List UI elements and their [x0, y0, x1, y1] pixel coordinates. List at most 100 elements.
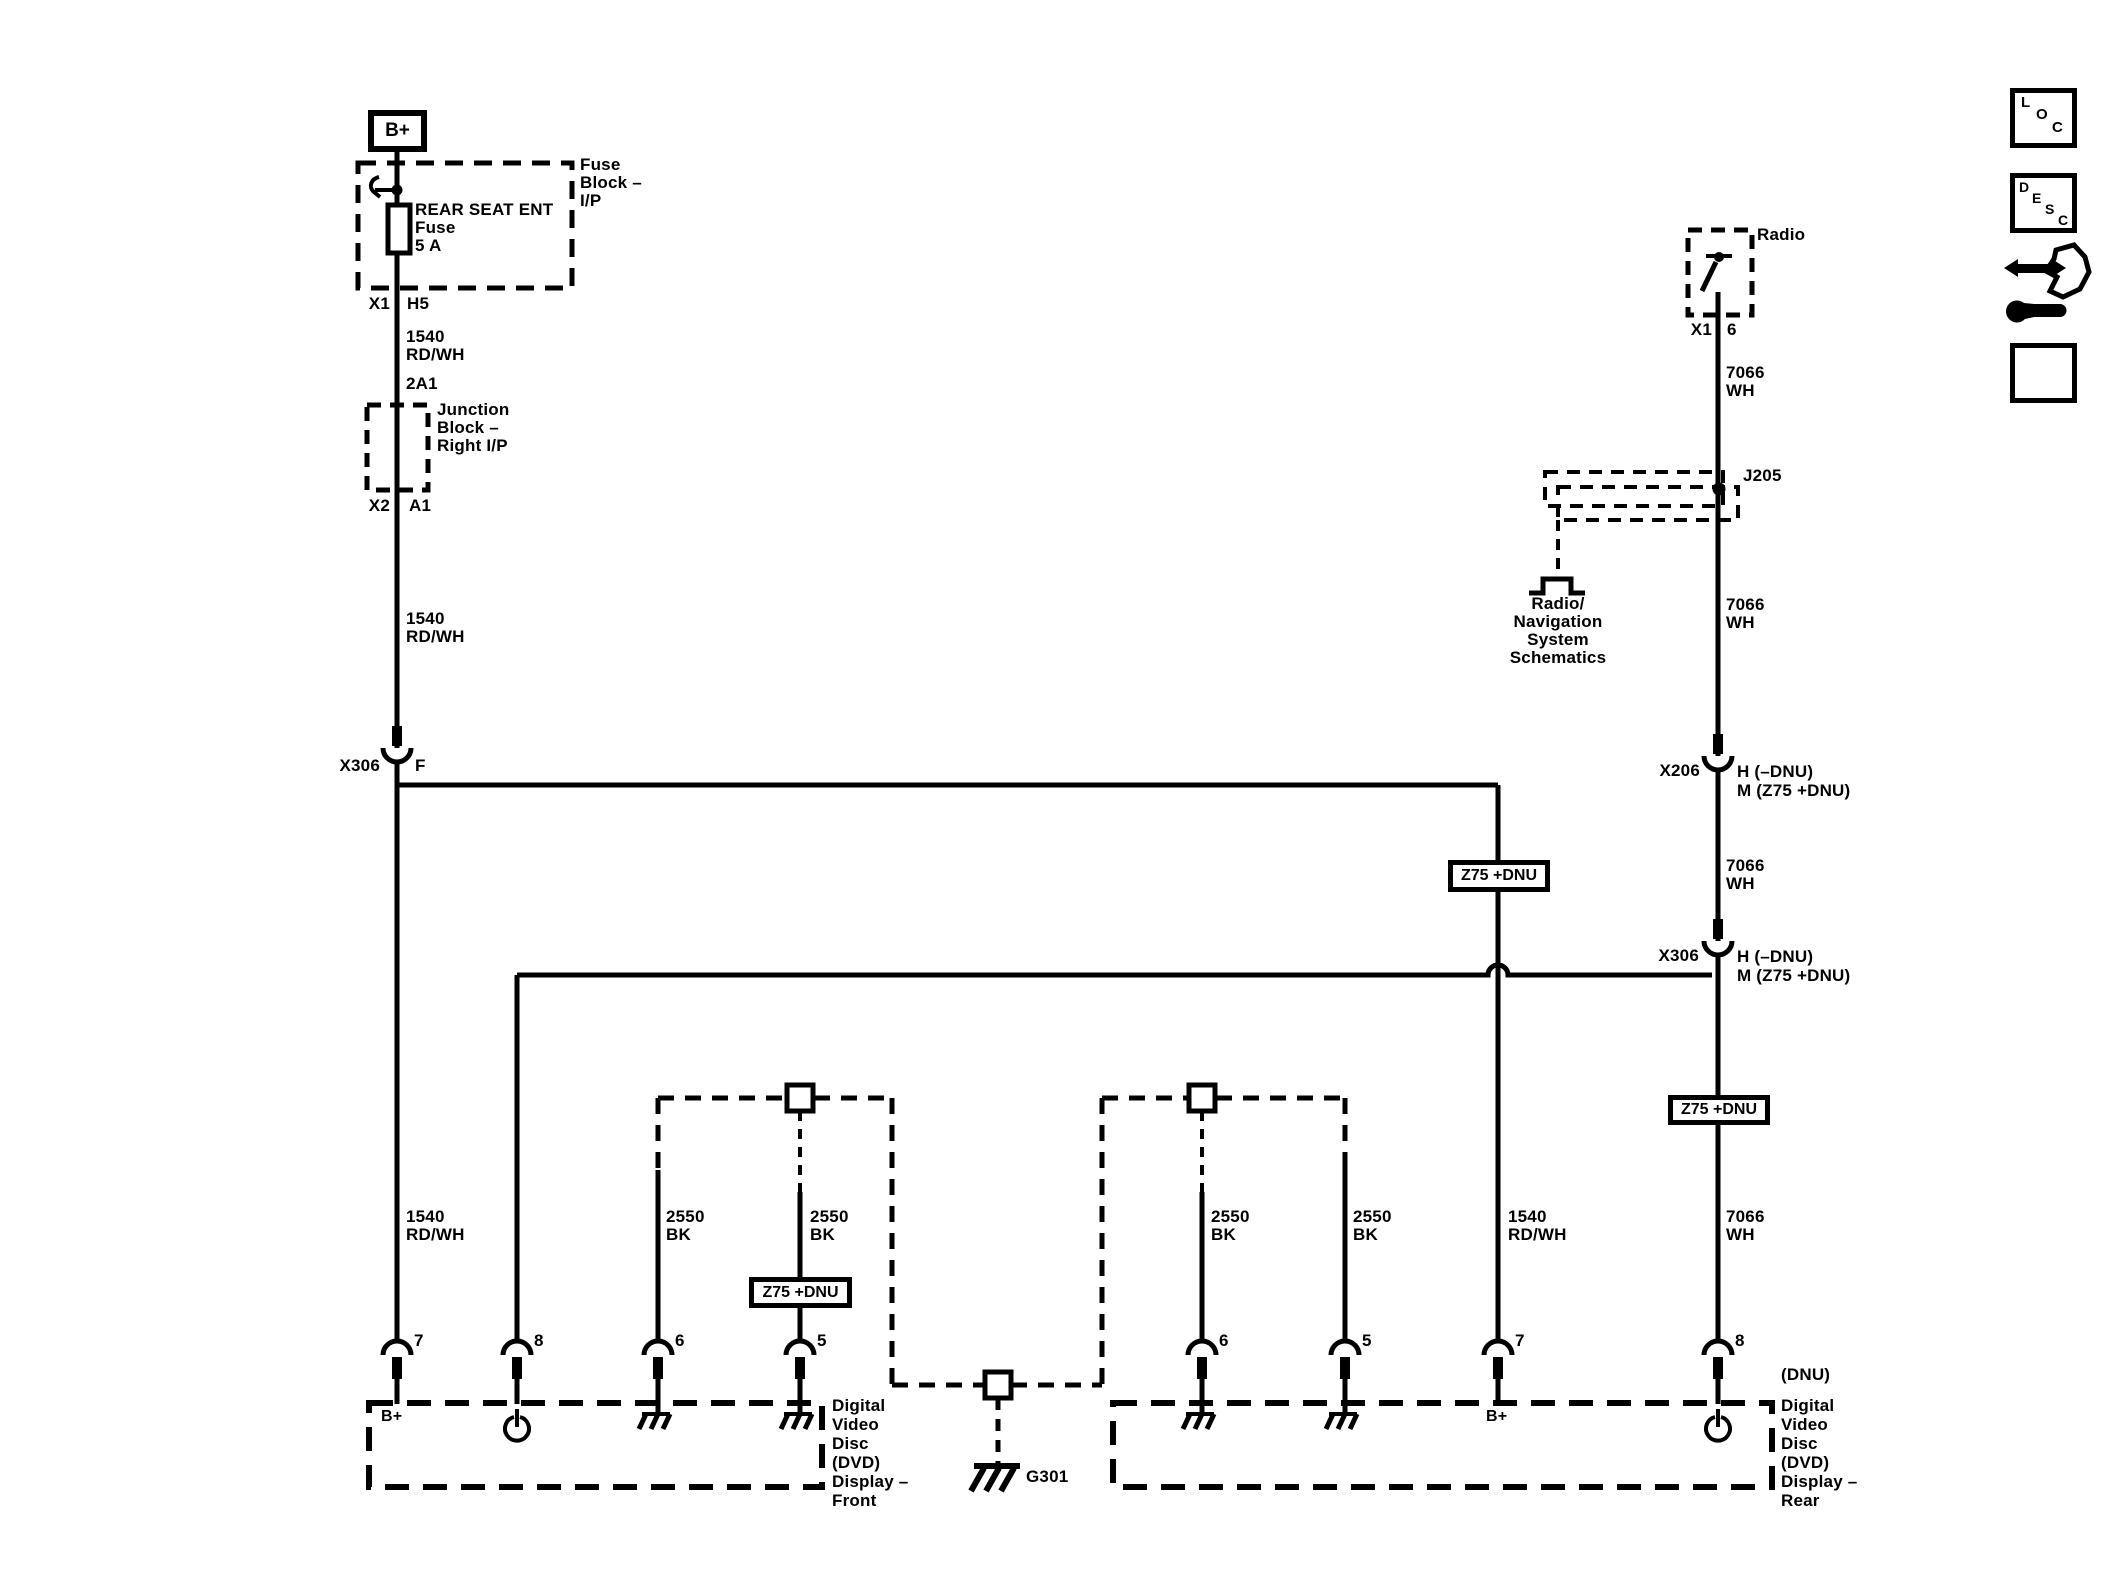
g301-chassis-ground-icon [968, 1463, 1020, 1493]
front-pin-number: 5 [817, 1331, 827, 1350]
pin-cap-icon [783, 1338, 817, 1356]
z75-label: Z75 +DNU [1460, 867, 1538, 884]
radio-pin-id: 6 [1727, 320, 1737, 339]
rear-pin-number: 5 [1362, 1331, 1372, 1350]
shield-rear [1099, 1082, 1348, 1385]
double-arrow-shaft [2018, 264, 2052, 273]
power-icon [1704, 1409, 1732, 1443]
pin-cap-icon [1185, 1338, 1219, 1356]
front-pin-number: 6 [675, 1331, 685, 1350]
chassis-ground-icons [636, 1412, 1360, 1431]
shield-front-drain-terminal [784, 1082, 816, 1114]
wire-label-1540: 1540 RD/WH [406, 1207, 465, 1244]
wire-label-7066: 7066 WH [1726, 363, 1765, 400]
wire-label-2550: 2550 BK [1211, 1207, 1250, 1244]
pin-icon [1340, 1357, 1350, 1379]
inline-connectors [380, 726, 1735, 958]
j205-splice-dot [1712, 482, 1726, 496]
pin-icon [795, 1357, 805, 1379]
wrench-icon [2005, 300, 2067, 323]
shield-rear-drain-terminal [1186, 1082, 1218, 1114]
chassis-ground-icon-teeth [1180, 1412, 1217, 1431]
x306f-pin-id: F [415, 756, 426, 775]
fuse-element-icon [385, 202, 413, 256]
x306h-socket-icon [1701, 940, 1735, 958]
front-pin-number: 7 [414, 1331, 424, 1350]
junction-pin-id: A1 [409, 496, 432, 515]
loc-char: L [2021, 94, 2031, 111]
double-arrow-right-head [2052, 259, 2066, 277]
pin-icon [1493, 1357, 1503, 1379]
wire-label-2550: 2550 BK [1353, 1207, 1392, 1244]
wire-label-1540: 1540 RD/WH [1508, 1207, 1567, 1244]
pin-cap-icon [641, 1338, 675, 1356]
z75-label: Z75 +DNU [762, 1283, 839, 1301]
rear-pin-number: 6 [1219, 1331, 1229, 1350]
device-pin-connectors [380, 1338, 1735, 1379]
pin-icon [1713, 1357, 1723, 1379]
x206-pin-ids: H (–DNU) M (Z75 +DNU) [1737, 762, 1851, 800]
wire-label-7066: 7066 WH [1726, 1207, 1765, 1244]
chassis-ground-icon-teeth [1323, 1412, 1360, 1431]
rear-pin-number: 7 [1515, 1331, 1525, 1350]
desc-char: S [2045, 201, 2055, 217]
dvd-rear-name: Digital Video Disc (DVD) Display – Rear [1781, 1396, 1858, 1510]
shield-front [655, 1082, 895, 1385]
rear-pin-number: 8 [1735, 1331, 1745, 1350]
radio-contact-dot [1714, 252, 1724, 262]
wire-7066-crossfeed [517, 962, 1712, 978]
pin-icon [392, 1357, 402, 1379]
radio-outline [1685, 227, 1755, 318]
x206-pin-icon [1713, 734, 1723, 754]
dvd-front-name: Digital Video Disc (DVD) Display – Front [832, 1396, 909, 1510]
shield-rear-outline [1099, 1095, 1348, 1385]
pin-icon [1197, 1357, 1207, 1379]
j205-label: J205 [1743, 466, 1782, 485]
rear-bplus-pin-label: B+ [1486, 1408, 1508, 1425]
pin-tails [394, 1379, 1721, 1415]
desc-button[interactable]: D E S C [2010, 173, 2077, 233]
x306f-connector-id: X306 [339, 756, 380, 775]
chassis-ground-icon-teeth [636, 1412, 673, 1431]
x206-socket-icon [1701, 755, 1735, 773]
junction-block-name: Junction Block – Right I/P [437, 400, 510, 455]
x306f-socket-icon [380, 747, 414, 765]
junction-connector-id: X2 [368, 496, 390, 515]
x206-connector-id: X206 [1659, 761, 1700, 780]
x306h-connector-id: X306 [1658, 946, 1699, 965]
x306h-pin-icon [1713, 919, 1723, 939]
junction-block-outline [364, 402, 431, 493]
terminal-dot [391, 184, 403, 196]
pin-cap-icon [380, 1338, 414, 1356]
b-plus-label: B+ [385, 120, 410, 141]
compare-tools-icon[interactable] [2004, 242, 2092, 323]
x306h-pin-ids: H (–DNU) M (Z75 +DNU) [1737, 947, 1851, 985]
x306f-pin-icon [392, 726, 402, 746]
radio-connector-id: X1 [1690, 320, 1712, 339]
terminal-clip-icon [368, 175, 382, 199]
front-pin-number: 8 [534, 1331, 544, 1350]
chassis-ground-icon-teeth [778, 1412, 815, 1431]
z75-option-box-mid: Z75 +DNU [1448, 860, 1550, 892]
loc-button[interactable]: L O C [2010, 88, 2077, 148]
next-arrow-button[interactable] [2010, 343, 2077, 403]
power-icons [503, 1409, 1732, 1443]
dvd-rear-outline [1110, 1400, 1775, 1490]
radio-name: Radio [1757, 225, 1806, 244]
z75-option-box-rear: Z75 +DNU [1668, 1095, 1770, 1125]
wire-label-2550: 2550 BK [666, 1207, 705, 1244]
desc-char: D [2019, 179, 2030, 195]
loc-char: O [2036, 106, 2048, 123]
pin-icon [512, 1357, 522, 1379]
power-icon [503, 1409, 531, 1443]
desc-char: E [2032, 190, 2042, 206]
shield-front-outline [655, 1095, 895, 1385]
fuse-block-name: Fuse Block – I/P [580, 155, 642, 210]
wire-label-1540: 1540 RD/WH [406, 327, 465, 364]
z75-option-box-front: Z75 +DNU [749, 1277, 852, 1308]
fuse-block-pin-id: H5 [407, 294, 430, 313]
wire-label-2550: 2550 BK [810, 1207, 849, 1244]
dnu-note: (DNU) [1781, 1365, 1831, 1384]
offpage-reference-text: Radio/ Navigation System Schematics [1509, 594, 1607, 667]
